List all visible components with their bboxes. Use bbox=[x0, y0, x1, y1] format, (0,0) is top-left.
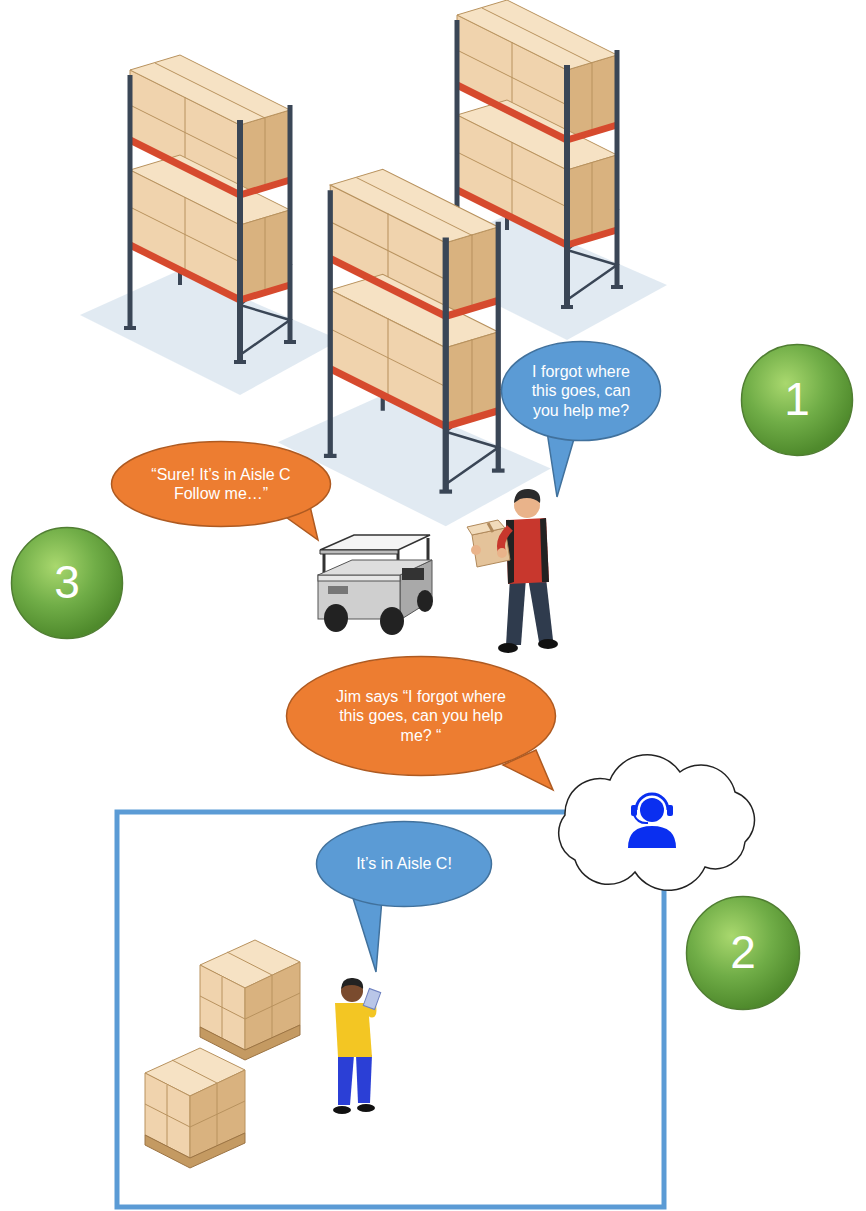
speech-text: I forgot where this goes, can you help m… bbox=[527, 362, 635, 420]
operator-icon bbox=[628, 794, 676, 848]
speech-bubble: It’s in Aisle C! bbox=[315, 820, 493, 908]
speech-bubble-shape bbox=[110, 440, 332, 528]
speech-bubble-shape bbox=[502, 342, 661, 441]
storage-rack bbox=[80, 55, 340, 395]
speech-text: It’s in Aisle C! bbox=[356, 854, 452, 873]
pallet-stack bbox=[200, 940, 300, 1060]
text-holder: Jim says “I forgot where this goes, can … bbox=[285, 655, 557, 777]
step-circle-shape bbox=[12, 528, 123, 639]
speech-bubble: “Sure! It’s in Aisle C Follow me…” bbox=[110, 440, 332, 528]
step-circle: 2 bbox=[685, 895, 801, 1011]
text-holder: “Sure! It’s in Aisle C Follow me…” bbox=[110, 440, 332, 528]
speech-bubble-shape bbox=[287, 657, 556, 776]
text-holder: I forgot where this goes, can you help m… bbox=[500, 340, 662, 442]
text-holder: 2 bbox=[685, 895, 801, 1011]
text-holder: It’s in Aisle C! bbox=[315, 820, 493, 908]
text-holder: 1 bbox=[740, 343, 854, 457]
speech-bubble: Jim says “I forgot where this goes, can … bbox=[285, 655, 557, 777]
speech-text: Jim says “I forgot where this goes, can … bbox=[328, 687, 514, 745]
pallet-stack bbox=[145, 1048, 245, 1168]
callout-number: 2 bbox=[730, 925, 756, 980]
step-circle-shape bbox=[687, 897, 800, 1010]
speech-text: “Sure! It’s in Aisle C Follow me…” bbox=[137, 465, 305, 503]
bubble-tail bbox=[352, 895, 382, 972]
step-circle: 1 bbox=[740, 343, 854, 457]
speech-bubble-shape bbox=[317, 822, 492, 907]
step-circle: 3 bbox=[10, 526, 124, 640]
remote-worker-figure bbox=[333, 978, 381, 1114]
speech-bubble: I forgot where this goes, can you help m… bbox=[500, 340, 662, 442]
text-holder: 3 bbox=[10, 526, 124, 640]
speech-bubble-shape bbox=[112, 442, 331, 527]
callout-number: 1 bbox=[784, 372, 810, 427]
robot-cart bbox=[318, 535, 433, 635]
cloud-shape bbox=[559, 755, 755, 891]
step-circle-shape bbox=[742, 345, 853, 456]
worker-figure bbox=[467, 489, 558, 653]
callout-number: 3 bbox=[54, 555, 80, 610]
